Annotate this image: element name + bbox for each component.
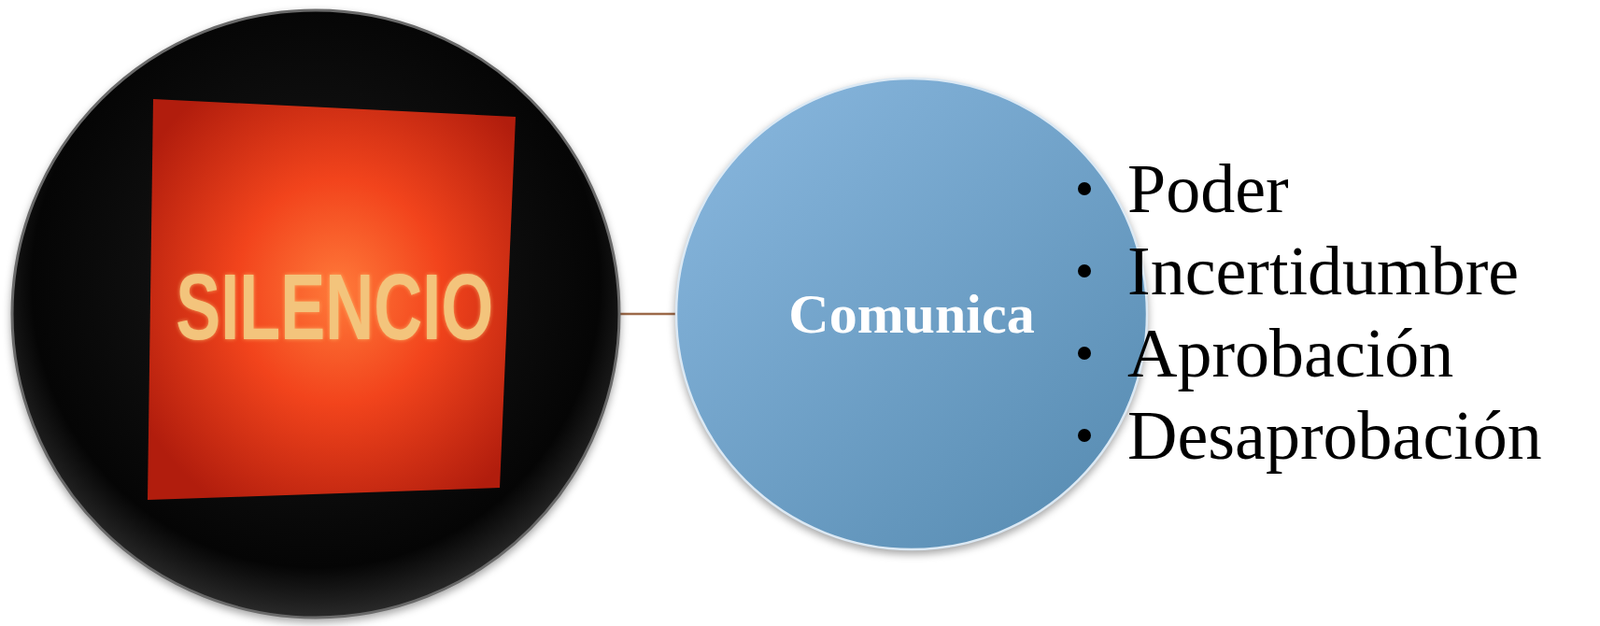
bullet-label: Incertidumbre xyxy=(1127,229,1519,312)
bullet-item: Poder xyxy=(1077,147,1289,230)
sign-text: SILENCIO xyxy=(175,259,494,354)
silence-sign xyxy=(147,99,516,500)
circle-fill xyxy=(676,78,1147,550)
connector-line xyxy=(619,312,677,316)
bullet-label: Desaprobación xyxy=(1127,394,1543,477)
photo-circle: SILENCIO xyxy=(10,8,622,620)
bullet-dot xyxy=(1077,346,1091,360)
bullet-label: Aprobación xyxy=(1127,311,1454,395)
node-title: Comunica xyxy=(788,283,1034,345)
bullet-label: Poder xyxy=(1127,147,1289,230)
bullet-dot xyxy=(1077,264,1091,278)
bullet-dot xyxy=(1077,182,1091,196)
concept-circle: Comunica xyxy=(674,76,1149,552)
photo-background xyxy=(12,10,620,618)
bullet-dot xyxy=(1077,428,1091,442)
bullet-item: Desaprobación xyxy=(1077,394,1543,477)
bullet-item: Incertidumbre xyxy=(1077,229,1519,312)
bullet-item: Aprobación xyxy=(1077,311,1454,395)
